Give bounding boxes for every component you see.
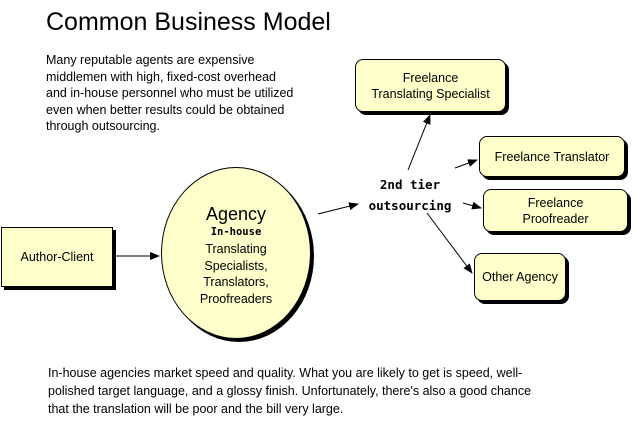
agency-subtitle: In-house (210, 226, 262, 238)
tier-line-2: outsourcing (368, 198, 452, 213)
freelance-proofreader-line-1: Freelance (527, 195, 584, 210)
agency-role: Translating (205, 242, 267, 256)
agency-role: Proofreaders (199, 291, 273, 306)
arrow-tier-other (426, 212, 473, 274)
agency-role: Translators, (203, 275, 269, 289)
agency-role: Specialists, (204, 258, 268, 273)
arrow-agency-tier (317, 202, 359, 215)
arrow-tier-proofreader (462, 201, 482, 210)
agency-roles: Translating Specialists, Translators, Pr… (162, 241, 310, 307)
freelance-translator-box: Freelance Translator (479, 136, 625, 177)
footer-text: In-house agencies market speed and quali… (48, 366, 532, 416)
arrow-tier-translator (454, 159, 478, 169)
author-client-box: Author-Client (1, 227, 113, 287)
agency-circle: Agency In-house Translating Specialists,… (161, 167, 311, 339)
intro-text: Many reputable agents are expensive midd… (46, 53, 294, 133)
freelance-specialist-line-1: Freelance (402, 70, 459, 85)
author-client-label: Author-Client (20, 250, 94, 264)
page-title: Common Business Model (46, 8, 331, 36)
freelance-specialist-box: Freelance Translating Specialist (355, 59, 506, 112)
freelance-translator-label: Freelance Translator (494, 149, 610, 164)
freelance-proofreader-line-2: Proofreader (522, 211, 589, 226)
tier-line-1: 2nd tier (379, 177, 441, 192)
agency-title: Agency (205, 204, 267, 224)
other-agency-box: Other Agency (474, 253, 566, 301)
freelance-specialist-line-2: Translating Specialist (371, 86, 490, 101)
tier-label: 2nd tier outsourcing (355, 174, 465, 216)
freelance-proofreader-box: Freelance Proofreader (483, 189, 628, 232)
arrow-tier-specialist (407, 114, 431, 171)
other-agency-label: Other Agency (482, 270, 558, 284)
